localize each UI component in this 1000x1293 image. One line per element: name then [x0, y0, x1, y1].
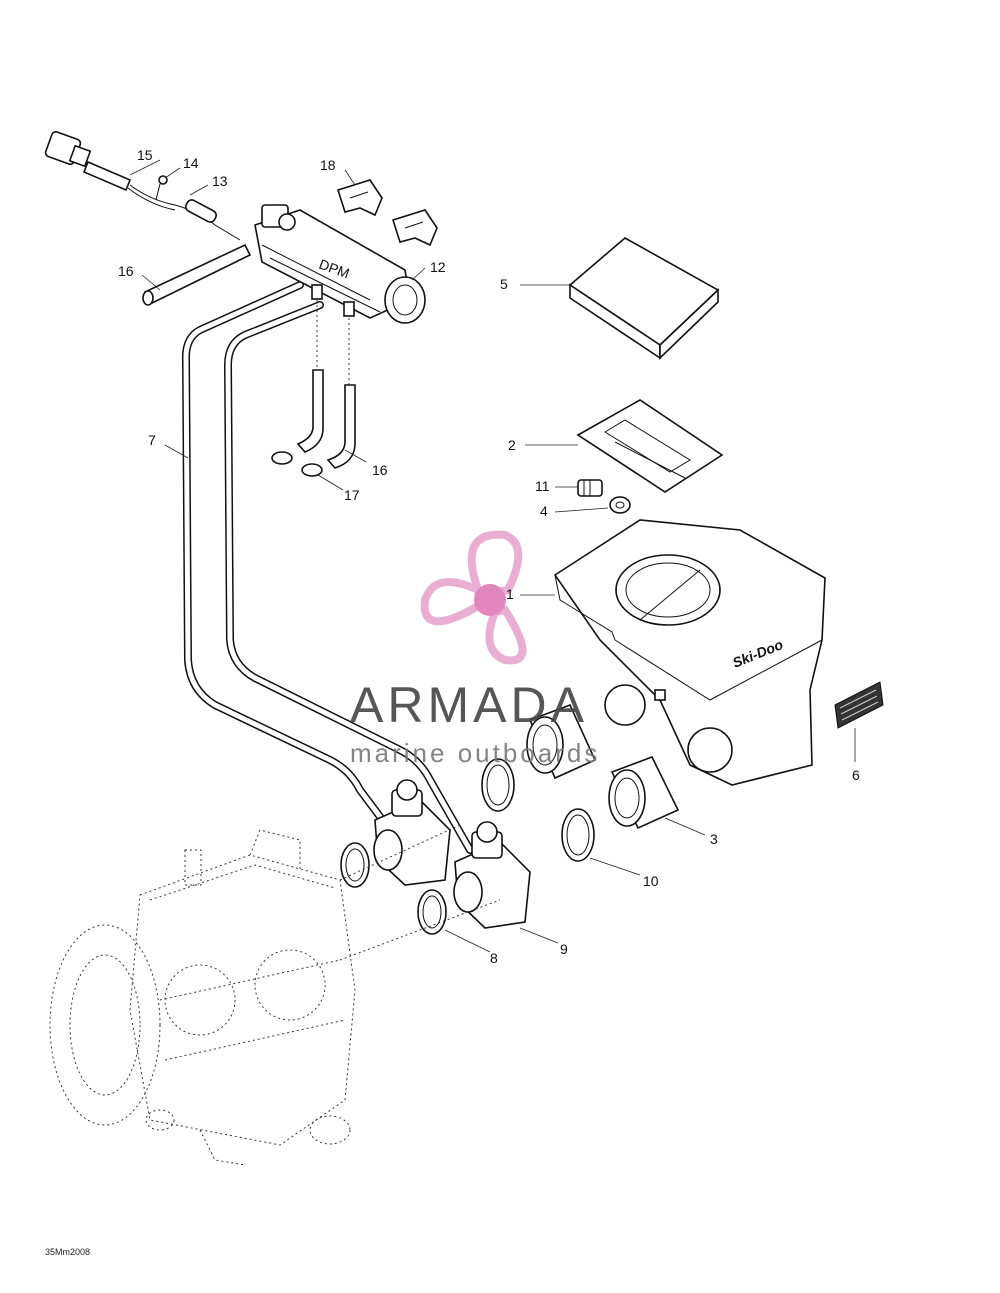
callout-16-bottom: 16: [372, 462, 388, 478]
callout-2: 2: [508, 437, 516, 453]
engine-outline: [49, 824, 501, 1166]
decal: [834, 681, 884, 729]
callout-12: 12: [430, 259, 446, 275]
callout-5: 5: [500, 276, 508, 292]
callout-17: 17: [344, 487, 360, 503]
hose-assembly: [181, 281, 474, 854]
dpm-valve-unit: DPM: [254, 204, 426, 324]
mounting-clips: [336, 179, 438, 247]
callout-1: 1: [506, 586, 514, 602]
small-hoses: [271, 300, 356, 477]
callout-16-top: 16: [118, 263, 134, 279]
air-filter: [568, 237, 720, 360]
vent-hose: [142, 243, 252, 306]
leader-lines: [129, 159, 856, 953]
callout-15: 15: [137, 147, 153, 163]
callout-8: 8: [490, 950, 498, 966]
callout-11: 11: [535, 478, 550, 494]
callout-4: 4: [540, 503, 548, 519]
clamps: [340, 758, 595, 935]
carburetors: [373, 779, 531, 929]
callout-6: 6: [852, 767, 860, 783]
watermark-brand: ARMADA: [350, 677, 588, 733]
fitting-and-grommet: [577, 479, 631, 514]
drawing-code: 35Mm2008: [45, 1247, 90, 1257]
callout-18: 18: [320, 157, 336, 173]
callout-10: 10: [643, 873, 659, 889]
air-silencer: Ski-Doo: [553, 519, 826, 786]
propeller-logo: [420, 530, 527, 665]
callout-9: 9: [560, 941, 568, 957]
watermark-tagline: marine outboards: [350, 738, 600, 768]
wiring-harness: [44, 130, 241, 241]
carb-adaptors: [526, 703, 680, 830]
callout-3: 3: [710, 831, 718, 847]
filter-support: [576, 399, 724, 493]
callout-numbers: 15 14 13 18 12 16 5 2 11 4 1 7 16 17 6 3…: [118, 147, 860, 966]
armada-watermark: ARMADA marine outboards: [350, 530, 600, 768]
callout-7: 7: [148, 432, 156, 448]
callout-13: 13: [212, 173, 228, 189]
callout-14: 14: [183, 155, 199, 171]
